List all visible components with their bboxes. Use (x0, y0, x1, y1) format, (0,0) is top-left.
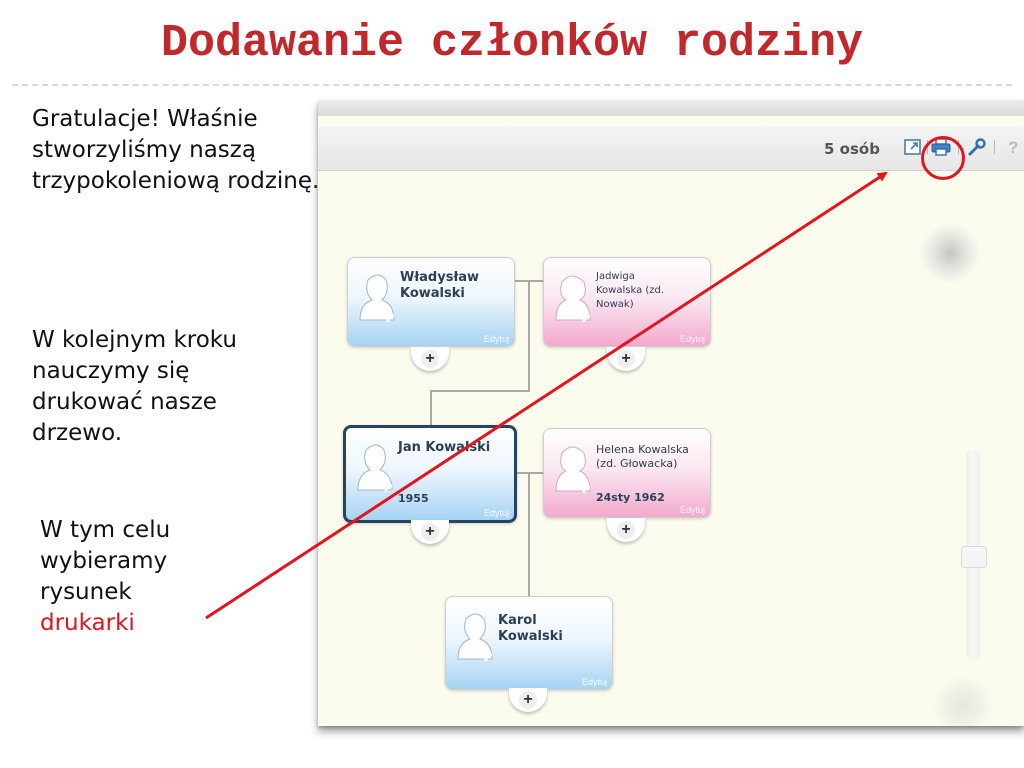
pan-control[interactable] (920, 223, 980, 283)
app-toolbar: 5 osób ? (318, 126, 1024, 180)
slide-title: Dodawanie członków rodziny (160, 18, 864, 69)
next-step-paragraph: W kolejnym kroku nauczymy się drukować n… (32, 327, 237, 446)
person-card[interactable]: Karol Kowalski Edytuj (445, 596, 613, 690)
edit-link[interactable]: Edytuj (679, 334, 705, 344)
person-name-line: Helena Kowalska (596, 443, 689, 456)
avatar-silhouette-icon (452, 609, 498, 665)
tree-connector (528, 472, 530, 596)
person-date: 1955 (398, 492, 429, 505)
family-tree-app-screenshot: 5 osób ? (318, 100, 1024, 726)
person-date: 24sty 1962 (596, 491, 665, 504)
add-relative-button[interactable]: + (607, 518, 645, 542)
plus-icon: + (421, 523, 439, 541)
edit-link[interactable]: Edytuj (679, 505, 705, 515)
tree-connector (430, 390, 432, 426)
person-name-line: Władysław (400, 270, 480, 285)
people-count: 5 osób (824, 140, 880, 158)
zoom-slider-thumb[interactable] (961, 546, 987, 568)
add-relative-button[interactable]: + (411, 520, 449, 544)
plus-icon: + (421, 350, 439, 368)
help-icon[interactable]: ? (1008, 138, 1019, 157)
intro-paragraph: Gratulacje! Właśnie stworzyliśmy naszą t… (32, 106, 320, 194)
person-name: Jadwiga Kowalska (zd. Nowak) (596, 270, 704, 312)
person-card[interactable]: Jadwiga Kowalska (zd. Nowak) Edytuj (543, 257, 711, 347)
person-card[interactable]: Władysław Kowalski Edytuj (347, 257, 515, 347)
person-name-line: Kowalska (zd. (596, 285, 665, 296)
edit-link[interactable]: Edytuj (483, 508, 509, 518)
avatar-silhouette-icon (550, 270, 596, 326)
person-name-line: Karol (498, 613, 537, 628)
person-name-line: Kowalski (400, 286, 465, 301)
pan-control-bottom[interactable] (933, 676, 993, 726)
instruction-line: W tym celu (40, 517, 171, 543)
person-card[interactable]: Helena Kowalska (zd. Głowacka) 24sty 196… (543, 428, 711, 518)
toolbar-separator (994, 140, 995, 154)
instruction-line: rysunek (40, 579, 132, 605)
person-card-selected[interactable]: Jan Kowalski 1955 Edytuj (343, 425, 517, 523)
person-name-line: (zd. Głowacka) (596, 457, 678, 470)
avatar-silhouette-icon (354, 270, 400, 326)
edit-link[interactable]: Edytuj (483, 334, 509, 344)
add-relative-button[interactable]: + (411, 347, 449, 371)
person-name: Jan Kowalski (398, 440, 491, 455)
tree-connector (430, 390, 530, 392)
person-name: Władysław Kowalski (400, 270, 508, 302)
wrench-icon[interactable] (966, 136, 988, 158)
add-relative-button[interactable]: + (509, 688, 547, 712)
person-name-line: Nowak) (596, 299, 634, 310)
add-relative-button[interactable]: + (607, 347, 645, 371)
person-name: Helena Kowalska (zd. Głowacka) (596, 443, 704, 471)
instruction-line: wybieramy (40, 548, 168, 574)
instruction-highlight: drukarki (40, 610, 135, 636)
expand-icon[interactable] (902, 136, 924, 158)
app-top-strip (318, 100, 1024, 116)
avatar-silhouette-icon (352, 440, 398, 496)
person-name: Karol Kowalski (498, 613, 606, 645)
instruction-paragraph: W tym celu wybieramy rysunek drukarki (40, 515, 240, 639)
person-name-line: Jadwiga (596, 271, 635, 282)
avatar-silhouette-icon (550, 441, 596, 497)
plus-icon: + (617, 521, 635, 539)
title-divider (12, 84, 1012, 86)
plus-icon: + (519, 691, 537, 709)
tree-connector (528, 280, 530, 392)
person-name-line: Kowalski (498, 629, 563, 644)
print-highlight-circle (921, 136, 965, 180)
plus-icon: + (617, 350, 635, 368)
edit-link[interactable]: Edytuj (581, 677, 607, 687)
